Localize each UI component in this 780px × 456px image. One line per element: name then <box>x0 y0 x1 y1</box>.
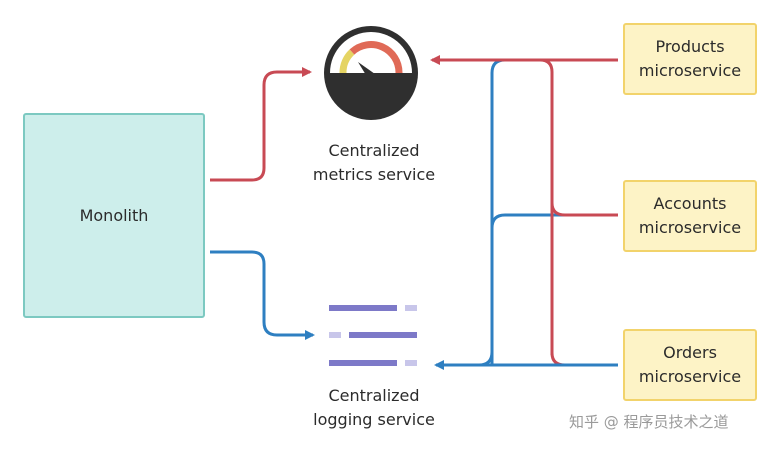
metrics-line-from-orders <box>550 352 618 367</box>
monolith-label: Monolith <box>79 205 149 225</box>
metrics-line-trunk <box>539 58 554 355</box>
monolith-to-metrics-line <box>210 67 312 182</box>
monolith-box: Monolith <box>23 113 205 318</box>
accounts-microservice-label: Accounts microservice <box>638 194 742 237</box>
logging-line-join <box>478 351 494 367</box>
products-microservice-label: Products microservice <box>638 37 742 80</box>
accounts-microservice-box: Accounts microservice <box>623 180 757 252</box>
metrics-service-label: Centralized metrics service <box>312 141 436 184</box>
products-microservice-box: Products microservice <box>623 23 757 95</box>
watermark: 知乎 @ 程序员技术之道 <box>569 413 729 431</box>
log-lines-icon <box>329 305 417 366</box>
orders-microservice-box: Orders microservice <box>623 329 757 401</box>
logging-service-label: Centralized logging service <box>313 386 435 429</box>
monolith-to-logging-line <box>210 250 315 340</box>
orders-microservice-label: Orders microservice <box>638 343 742 386</box>
logging-line-from-accounts <box>490 213 618 229</box>
metrics-line-from-accounts <box>550 202 618 217</box>
gauge-icon <box>324 26 418 120</box>
